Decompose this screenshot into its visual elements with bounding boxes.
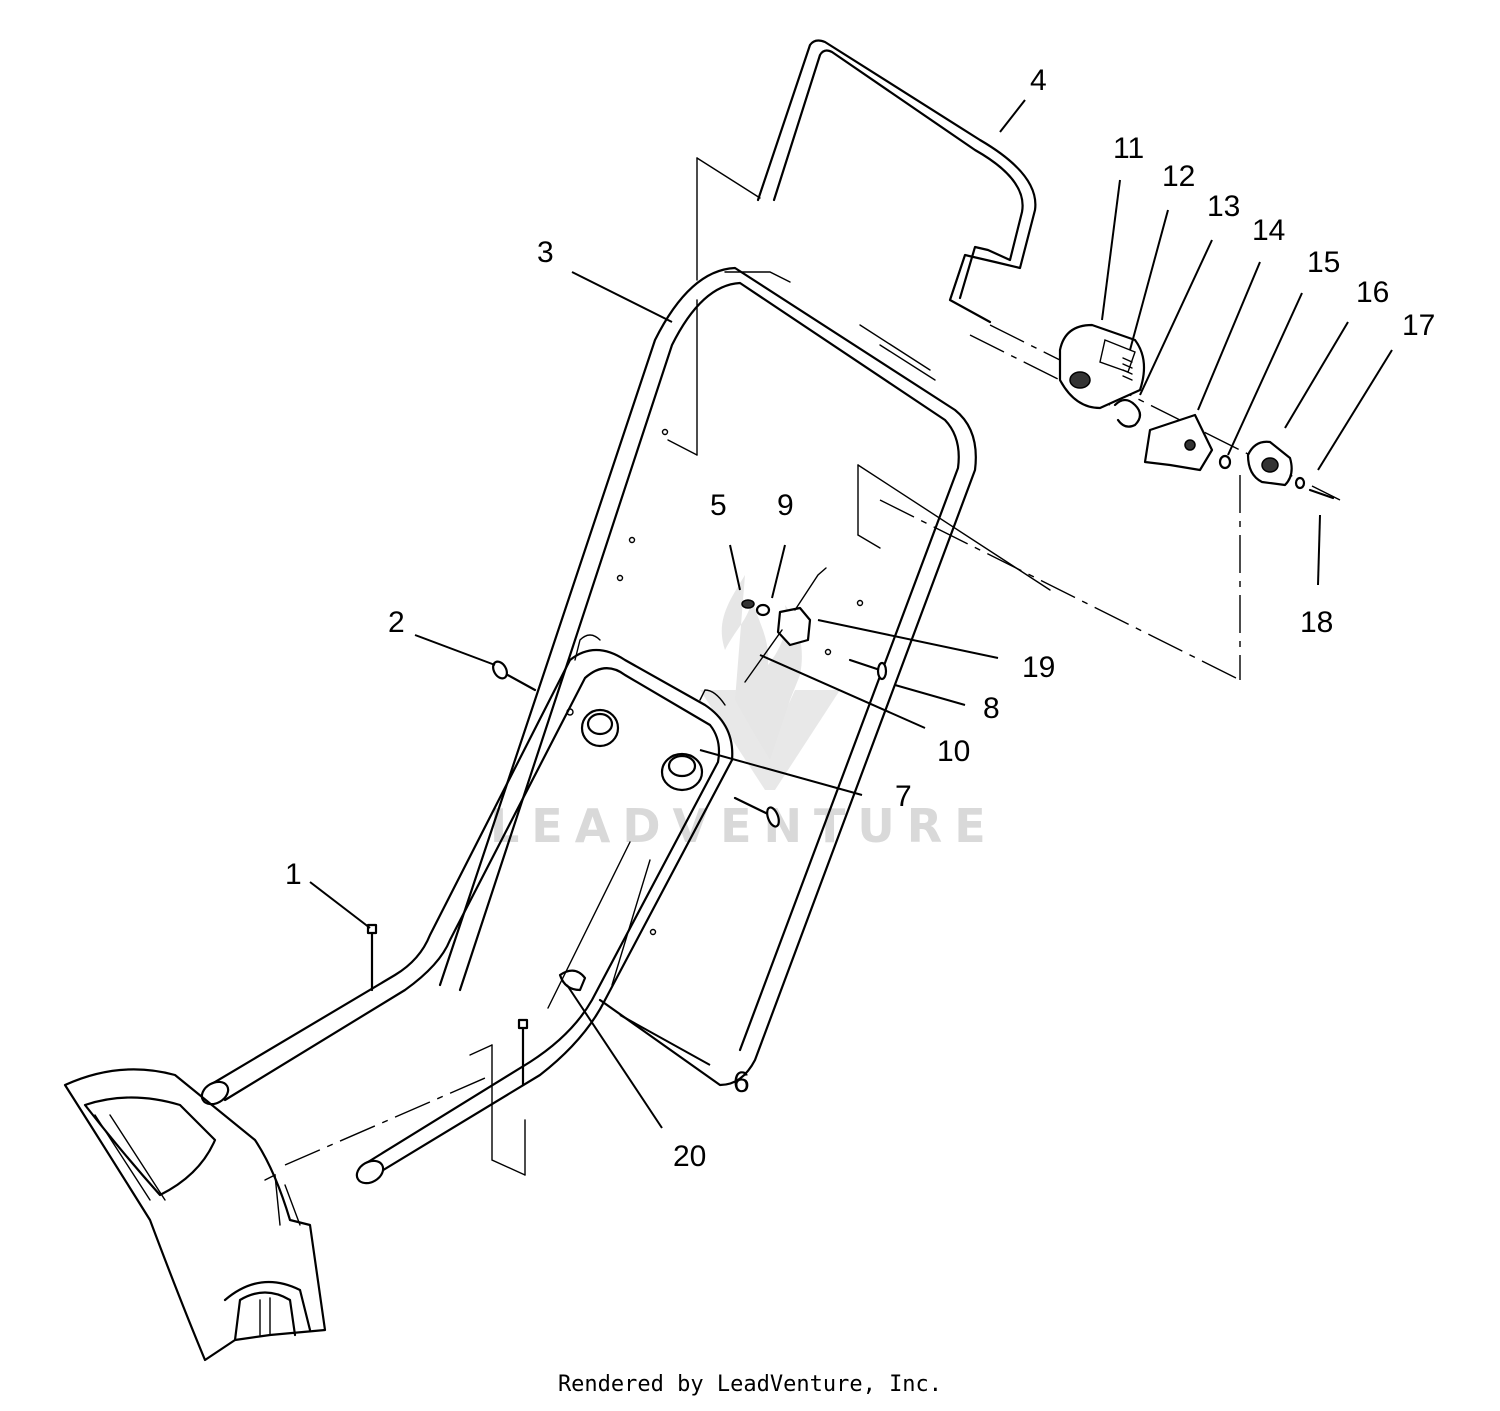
callout-19: 19 [1022,651,1055,684]
callout-11: 11 [1113,132,1144,165]
part-14-pawl [1143,413,1214,472]
part-8-bolt [848,658,882,672]
watermark: LEADVENTURE [490,575,998,853]
part-18-screw [1308,488,1335,500]
callout-16: 16 [1356,276,1389,309]
part-6-lower-handle [200,634,734,1185]
part-20-cable-clip [558,969,587,992]
watermark-text: LEADVENTURE [490,799,998,853]
part-3-upper-handle [438,266,977,1087]
part-13-spring [1113,398,1142,428]
callout-3: 3 [537,236,554,269]
callout-9: 9 [777,489,794,522]
callout-13: 13 [1207,190,1240,223]
leader-lines [309,99,1393,1129]
callout-5: 5 [710,489,727,522]
callout-6: 6 [733,1066,750,1099]
control-assembly [989,323,1341,501]
part-19-cable-bracket [776,606,812,647]
callout-7: 7 [895,780,912,813]
part-17-washer [1294,476,1306,490]
part-7-knob-upper [580,708,620,748]
part-4-bail-wire [756,39,1037,324]
callout-15: 15 [1307,246,1340,279]
part-7-knob-lower [660,752,704,792]
flame-v-logo-icon [721,575,802,760]
callout-17: 17 [1402,309,1435,342]
hardware [366,567,888,1087]
callout-1: 1 [285,858,302,891]
callout-2: 2 [388,606,405,639]
callout-20: 20 [673,1140,706,1173]
callout-4: 4 [1030,64,1047,97]
callout-12: 12 [1162,160,1195,193]
callouts: 1 2 3 4 5 6 7 8 9 10 11 12 13 14 15 16 1… [285,64,1435,1173]
callout-10: 10 [937,735,970,768]
callout-18: 18 [1300,606,1333,639]
mower-deck-fragment [63,1068,327,1362]
part-15-washer [1218,454,1232,470]
callout-14: 14 [1252,214,1285,247]
part-11-housing [1058,323,1146,410]
footer-credit: Rendered by LeadVenture, Inc. [557,1372,943,1397]
part-12-spring [1122,357,1133,381]
callout-8: 8 [983,692,1000,725]
